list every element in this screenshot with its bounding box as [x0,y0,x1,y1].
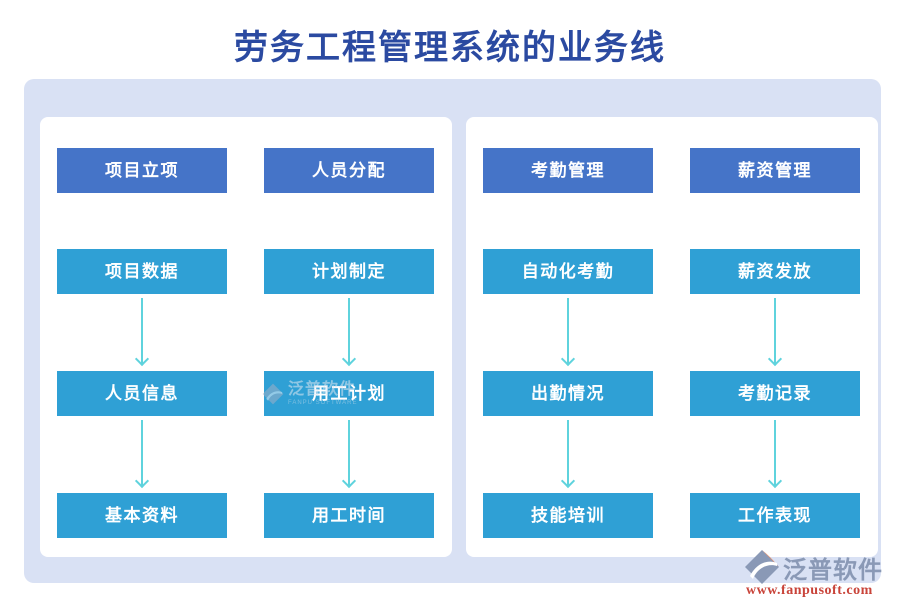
brand-name: 泛普软件 [783,557,883,584]
flow-arrow [567,298,569,364]
flow-column-personnel: 人员分配 计划制定 用工计划 用工时间 [264,117,434,557]
flow-node-step: 工作表现 [690,493,860,538]
flow-arrow [348,298,350,364]
panel-right: 考勤管理 自动化考勤 出勤情况 技能培训 薪资管理 薪资发放 考勤记录 工作表现 [466,117,878,557]
page-title: 劳务工程管理系统的业务线 [234,30,666,67]
brand-footer: 泛普软件 www.fanpusoft.com [744,549,900,599]
flow-node-step: 计划制定 [264,249,434,294]
flow-node-step: 技能培训 [483,493,653,538]
flow-column-project: 项目立项 项目数据 人员信息 基本资料 [57,117,227,557]
flow-arrow [348,420,350,486]
flow-column-salary: 薪资管理 薪资发放 考勤记录 工作表现 [690,117,860,557]
flow-node-step: 人员信息 [57,371,227,416]
flow-node-step: 用工时间 [264,493,434,538]
flow-node-header: 考勤管理 [483,148,653,193]
flow-node-header: 项目立项 [57,148,227,193]
flow-node-step: 项目数据 [57,249,227,294]
fanpu-logo-icon [745,550,779,584]
flow-arrow [141,420,143,486]
flow-node-step: 出勤情况 [483,371,653,416]
brand-url: www.fanpusoft.com [746,583,873,598]
panel-left: 项目立项 项目数据 人员信息 基本资料 人员分配 计划制定 用工计划 用工时间 … [40,117,452,557]
diagram-canvas: 项目立项 项目数据 人员信息 基本资料 人员分配 计划制定 用工计划 用工时间 … [24,79,881,583]
flow-node-step: 薪资发放 [690,249,860,294]
flow-column-attendance: 考勤管理 自动化考勤 出勤情况 技能培训 [483,117,653,557]
flow-arrow [567,420,569,486]
flow-node-step: 考勤记录 [690,371,860,416]
flow-node-header: 薪资管理 [690,148,860,193]
flow-arrow [774,420,776,486]
flow-node-step: 基本资料 [57,493,227,538]
flow-node-step: 用工计划 [264,371,434,416]
flow-node-header: 人员分配 [264,148,434,193]
flow-node-step: 自动化考勤 [483,249,653,294]
flow-arrow [774,298,776,364]
flow-arrow [141,298,143,364]
